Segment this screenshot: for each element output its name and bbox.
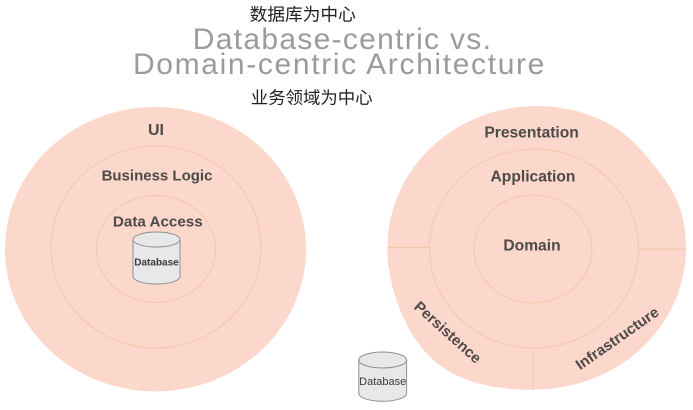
svg-text:Presentation: Presentation [484,124,578,141]
svg-text:Business Logic: Business Logic [102,167,213,184]
svg-text:Domain: Domain [503,238,560,255]
svg-text:Data Access: Data Access [113,214,203,231]
svg-text:Database: Database [134,258,179,269]
svg-text:UI: UI [148,122,164,139]
svg-text:Database: Database [359,376,406,388]
svg-text:Domain-centric Architecture: Domain-centric Architecture [133,48,546,81]
svg-text:Application: Application [491,169,576,186]
svg-text:Database-centric vs.: Database-centric vs. [193,23,492,56]
